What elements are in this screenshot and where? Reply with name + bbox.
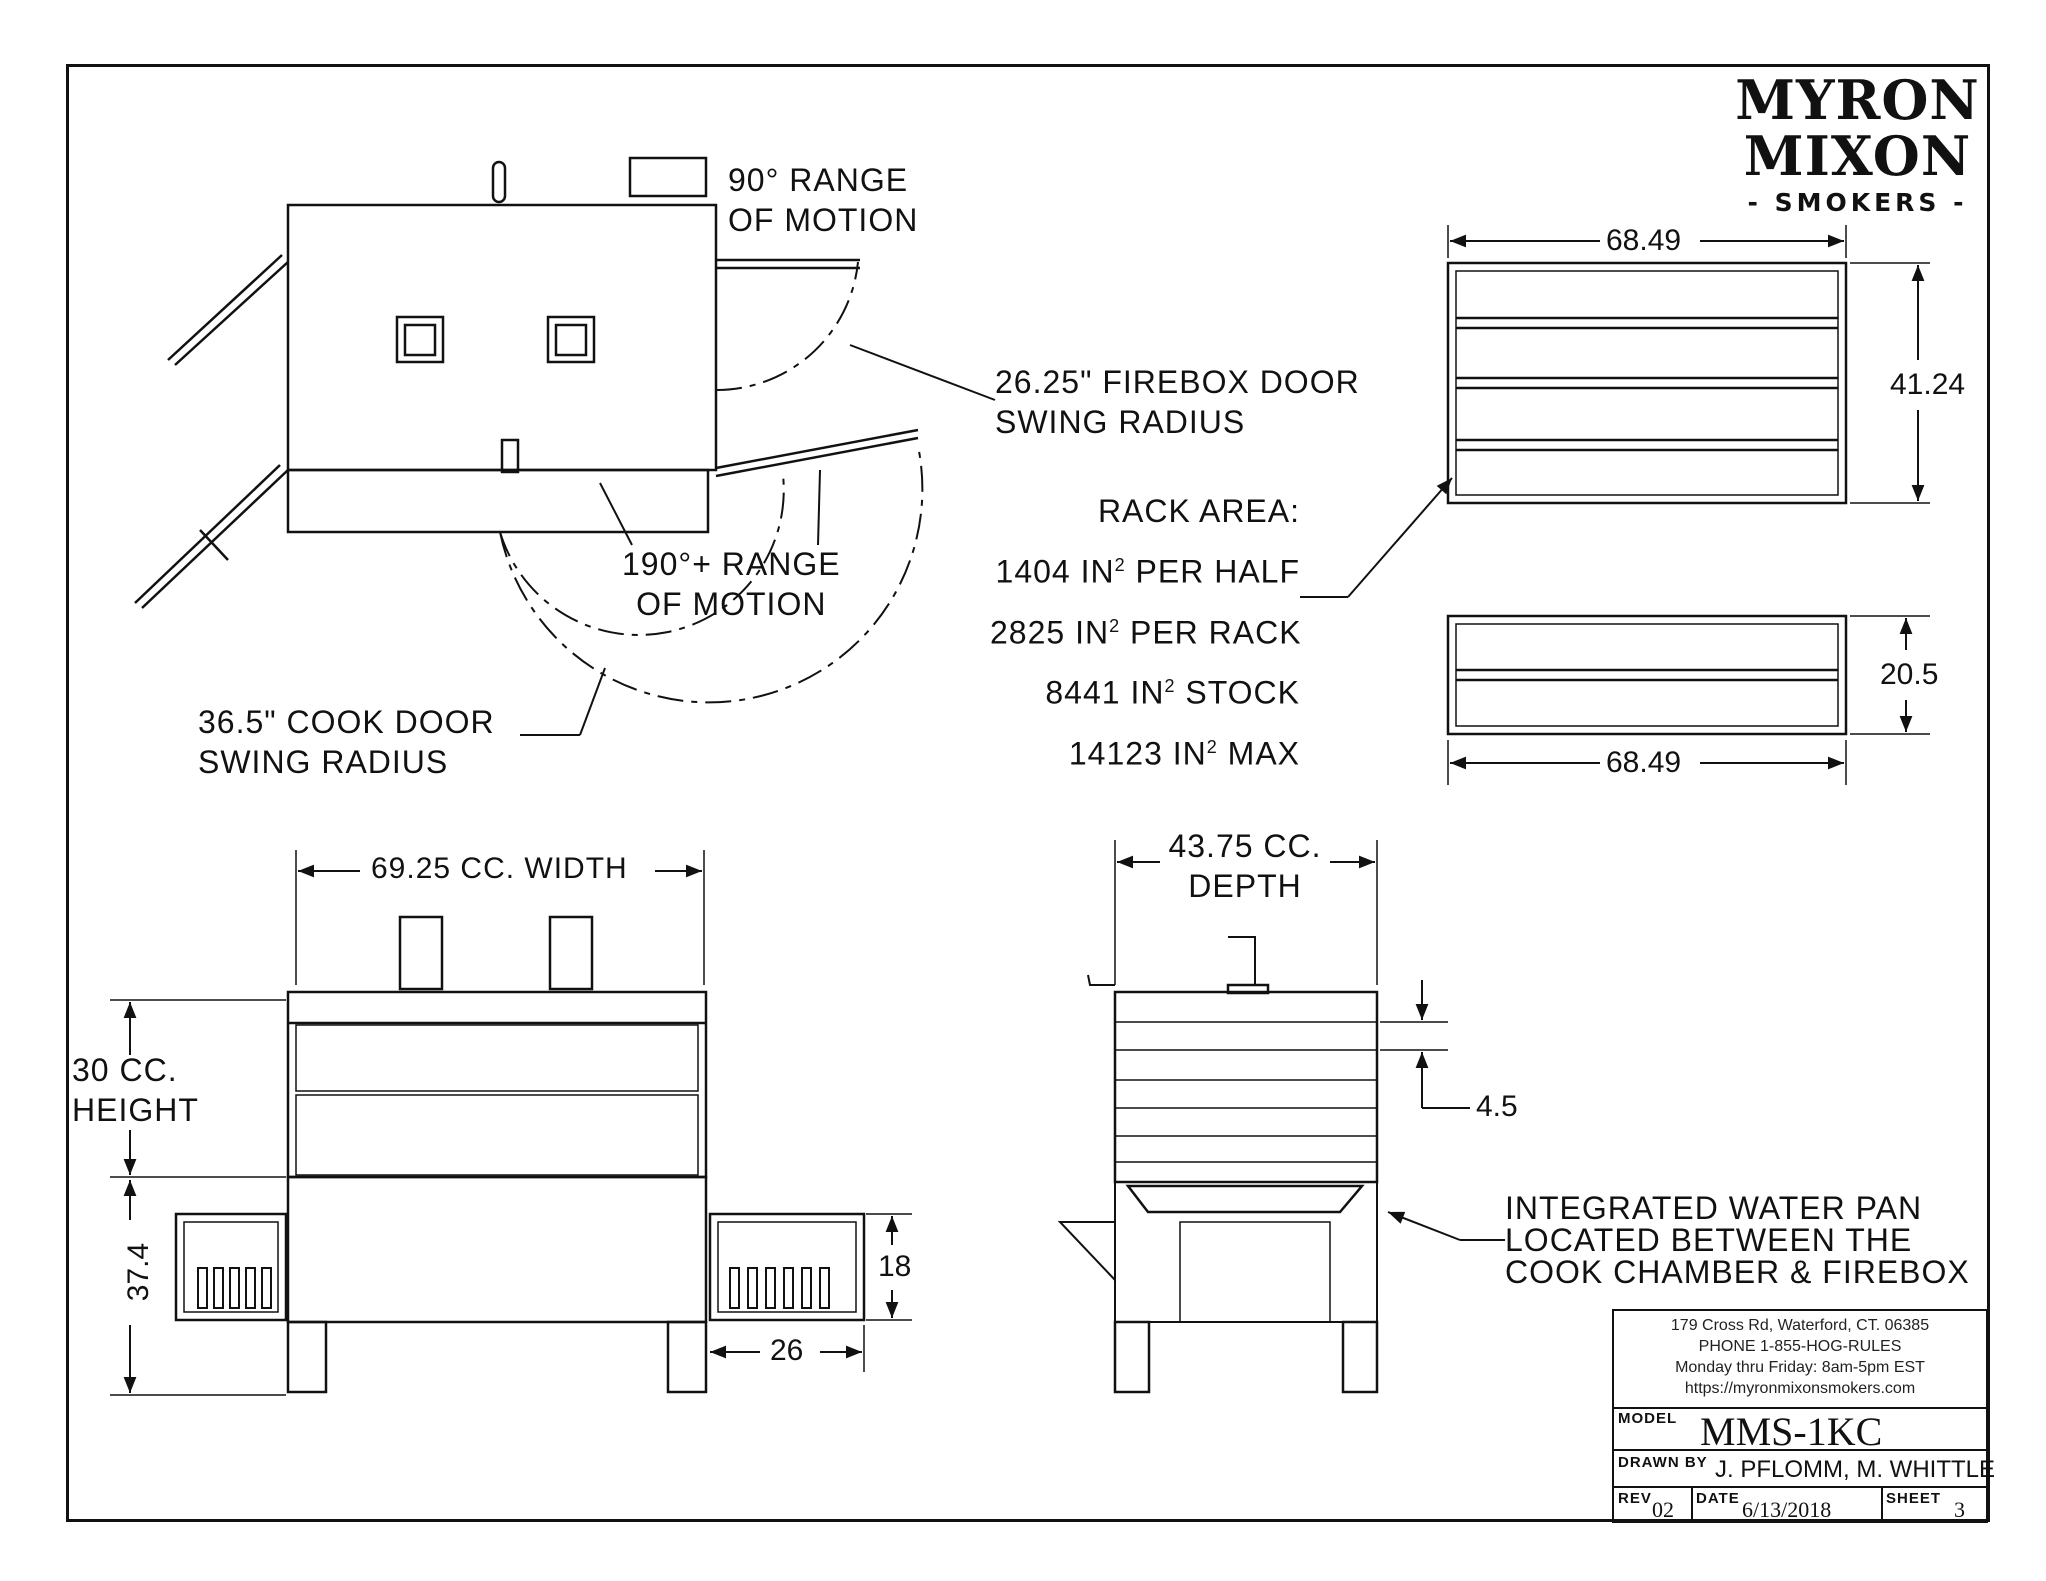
side-depth-dim: 43.75 CC. DEPTH [1160, 826, 1330, 906]
rack-area-heading: RACK AREA: [1097, 493, 1300, 529]
cook-range-label: 190°+ RANGE OF MOTION [622, 544, 841, 624]
half-rack-width: 68.49 [1600, 746, 1688, 780]
firebox-range-line-2: OF MOTION [728, 202, 919, 238]
chimney-left [398, 915, 444, 991]
firebox-height-dim: 18 [872, 1250, 918, 1284]
hours-line: Monday thru Friday: 8am-5pm EST [1675, 1359, 1925, 1376]
full-rack [1446, 261, 1848, 505]
model-caption: MODEL [1618, 1410, 1678, 1427]
leg-right [666, 1320, 708, 1394]
rev-caption: REV [1618, 1490, 1652, 1507]
front-width-dim: 69.25 CC. WIDTH [365, 852, 634, 886]
leg-side-left [1113, 1320, 1151, 1394]
front-height-dim: 30 CC. HEIGHT [72, 1050, 199, 1130]
full-rack-width: 68.49 [1600, 224, 1688, 258]
cook-radius-line-2: SWING RADIUS [198, 744, 449, 780]
side-depth-line-2: DEPTH [1188, 868, 1302, 904]
title-block-lines [1612, 1309, 1988, 1523]
cook-radius-label: 36.5" COOK DOOR SWING RADIUS [198, 702, 495, 782]
water-pan-line-2: LOCATED BETWEEN THE [1505, 1222, 1913, 1258]
cook-chamber-side [1113, 990, 1379, 1184]
cook-chamber-top [286, 203, 718, 472]
firebox-radius-line-1: 26.25" FIREBOX DOOR [995, 364, 1360, 400]
rack-area-rack: 2825 IN2 PER RACK [990, 614, 1302, 651]
rack-spacing-dim: 4.5 [1470, 1090, 1524, 1124]
water-pan-line-3: COOK CHAMBER & FIREBOX [1505, 1254, 1970, 1290]
logo-line-3: - SMOKERS - [1747, 188, 1968, 217]
logo-line-1: MYRON [1735, 68, 1980, 132]
overall-height-dim: 37.4 [122, 1236, 157, 1308]
firebox-range-label: 90° RANGE OF MOTION [728, 160, 918, 240]
cook-chamber-front [286, 990, 708, 1179]
company-address: 179 Cross Rd, Waterford, CT. 06385 PHONE… [1613, 1315, 1987, 1399]
rack-views [1300, 225, 1930, 785]
firebox-front [286, 1175, 708, 1324]
cook-range-line-1: 190°+ RANGE [622, 546, 841, 582]
water-pan-note: INTEGRATED WATER PAN LOCATED BETWEEN THE… [1505, 1192, 1970, 1288]
half-rack [1446, 614, 1848, 736]
address-line: 179 Cross Rd, Waterford, CT. 06385 [1670, 1317, 1930, 1334]
sheet-caption: SHEET [1886, 1490, 1942, 1507]
rev-value: 02 [1652, 1497, 1674, 1522]
rack-area-max: 14123 IN2 MAX [1068, 735, 1300, 772]
chimney-cap [628, 156, 708, 198]
rack-area-stock: 8441 IN2 STOCK [1045, 674, 1300, 711]
front-height-line-2: HEIGHT [72, 1092, 199, 1128]
water-pan-line-1: INTEGRATED WATER PAN [1505, 1190, 1923, 1226]
chimney-right [548, 915, 594, 991]
date-value: 6/13/2018 [1742, 1497, 1832, 1522]
rack-area-block: RACK AREA: 1404 IN2 PER HALF 2825 IN2 PE… [990, 484, 1302, 781]
firebox-width-dim: 26 [764, 1334, 810, 1368]
rack-area-half: 1404 IN2 PER HALF [995, 553, 1300, 590]
firebox-radius-label: 26.25" FIREBOX DOOR SWING RADIUS [995, 362, 1360, 442]
front-view [110, 850, 912, 1396]
sheet-value: 3 [1954, 1497, 1965, 1522]
leg-side-right [1341, 1320, 1379, 1394]
full-rack-depth: 41.24 [1884, 368, 1972, 402]
website-line: https://myronmixonsmokers.com [1684, 1380, 1916, 1397]
side-view [1057, 840, 1505, 1394]
phone-line: PHONE 1-855-HOG-RULES [1698, 1338, 1902, 1355]
drawing-border [66, 64, 1990, 1522]
brand-logo: MYRON MIXON - SMOKERS - [1735, 72, 1980, 217]
front-height-line-1: 30 CC. [72, 1052, 178, 1088]
water-pan [1125, 1184, 1365, 1214]
side-depth-line-1: 43.75 CC. [1168, 828, 1322, 864]
firebox-top [286, 468, 710, 534]
firebox-radius-line-2: SWING RADIUS [995, 404, 1246, 440]
drawn-by-caption: DRAWN BY [1618, 1454, 1708, 1471]
top-view [134, 156, 996, 736]
handle-top [491, 160, 507, 204]
drawn-by-value: J. PFLOMM, M. WHITTLE [1715, 1456, 1995, 1483]
half-rack-depth: 20.5 [1874, 658, 1945, 692]
logo-line-2: MIXON [1743, 124, 1972, 188]
cook-range-line-2: OF MOTION [636, 586, 827, 622]
firebox-range-line-1: 90° RANGE [728, 162, 909, 198]
cook-radius-line-1: 36.5" COOK DOOR [198, 704, 495, 740]
date-caption: DATE [1696, 1490, 1740, 1507]
model-value: MMS-1KC [1700, 1409, 1883, 1454]
leg-left [286, 1320, 328, 1394]
